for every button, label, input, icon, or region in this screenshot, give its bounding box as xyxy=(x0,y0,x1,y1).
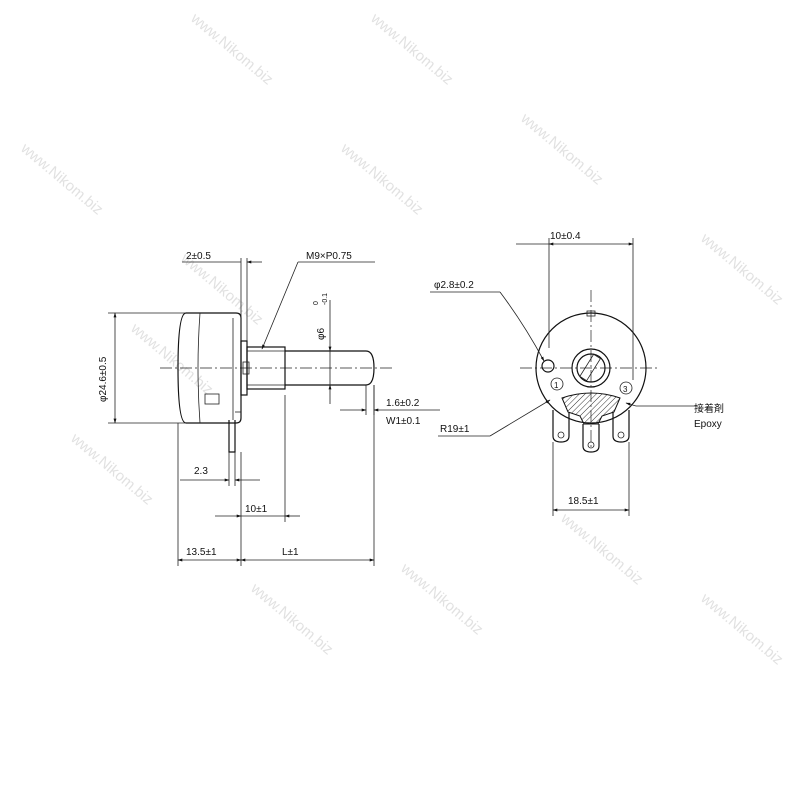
front-key xyxy=(586,310,596,317)
terminal-center xyxy=(582,424,600,453)
key-notch xyxy=(242,361,250,375)
watermark-text: www.Nikom.biz xyxy=(187,9,277,88)
bushing xyxy=(246,346,286,390)
body-tab xyxy=(204,393,220,405)
dim-bottom-width: 18.5±1 xyxy=(568,496,599,507)
terminal-1-label: 1 xyxy=(554,381,559,390)
terminal xyxy=(228,420,236,453)
dim-shaft-tol-upper: 0 xyxy=(313,301,320,305)
adhesive-label-en: Epoxy xyxy=(694,419,722,430)
watermark-text: www.Nikom.biz xyxy=(697,589,787,668)
bushing-ring xyxy=(571,348,611,388)
dim-slot-width: W1±0.1 xyxy=(386,416,421,427)
watermark-text: www.Nikom.biz xyxy=(127,319,217,398)
adhesive-label-jp: 接着剤 xyxy=(694,402,724,415)
watermark-text: www.Nikom.biz xyxy=(397,559,487,638)
dim-shaft-tol-lower: -0.1 xyxy=(322,293,329,305)
locating-hole xyxy=(541,359,555,373)
body xyxy=(177,312,242,424)
epoxy-area xyxy=(561,392,621,425)
dim-body-diameter: φ24.6±0.5 xyxy=(98,356,109,402)
watermark-text: www.Nikom.biz xyxy=(697,229,787,308)
front-view: 1 3 10±0.4 φ2.8±0.2 R19±1 接着剤 Epoxy 18.5… xyxy=(430,231,724,516)
watermark-text: www.Nikom.biz xyxy=(557,509,647,588)
watermark-text: www.Nikom.biz xyxy=(367,9,457,88)
watermark-layer: www.Nikom.biz www.Nikom.biz www.Nikom.biz w… xyxy=(17,9,787,668)
terminal-3-label: 3 xyxy=(623,385,628,394)
watermark-text: www.Nikom.biz xyxy=(517,109,607,188)
shaft xyxy=(285,350,375,386)
watermark-text: www.Nikom.biz xyxy=(67,429,157,508)
dim-hole-diameter: φ2.8±0.2 xyxy=(434,280,474,291)
dim-body-length: 13.5±1 xyxy=(186,547,217,558)
dim-flange-thickness: 2±0.5 xyxy=(186,251,211,262)
shaft-slot xyxy=(579,353,601,382)
terminal-left xyxy=(552,410,570,443)
dim-thread: M9×P0.75 xyxy=(306,251,352,262)
dim-shaft-diameter: φ6 xyxy=(316,328,327,340)
watermark-text: www.Nikom.biz xyxy=(17,139,107,218)
dim-slot-depth: 1.6±0.2 xyxy=(386,398,420,409)
watermark-text: www.Nikom.biz xyxy=(247,579,337,658)
dim-shaft-length: L±1 xyxy=(282,547,299,558)
dim-radius: R19±1 xyxy=(440,424,470,435)
terminal-right xyxy=(612,410,630,443)
body-edge xyxy=(197,312,201,424)
terminal-3-mark xyxy=(619,381,633,395)
side-view: 2±0.5 M9×P0.75 φ24.6±0.5 φ6 0 -0.1 1.6±0… xyxy=(98,251,440,566)
watermark-text: www.Nikom.biz xyxy=(337,139,427,218)
dim-terminal-offset: 2.3 xyxy=(194,466,208,477)
shaft-circle xyxy=(576,353,606,383)
dim-bushing-length: 10±1 xyxy=(245,504,268,515)
terminal-1-mark xyxy=(550,377,564,391)
dim-top-width: 10±0.4 xyxy=(550,231,581,242)
